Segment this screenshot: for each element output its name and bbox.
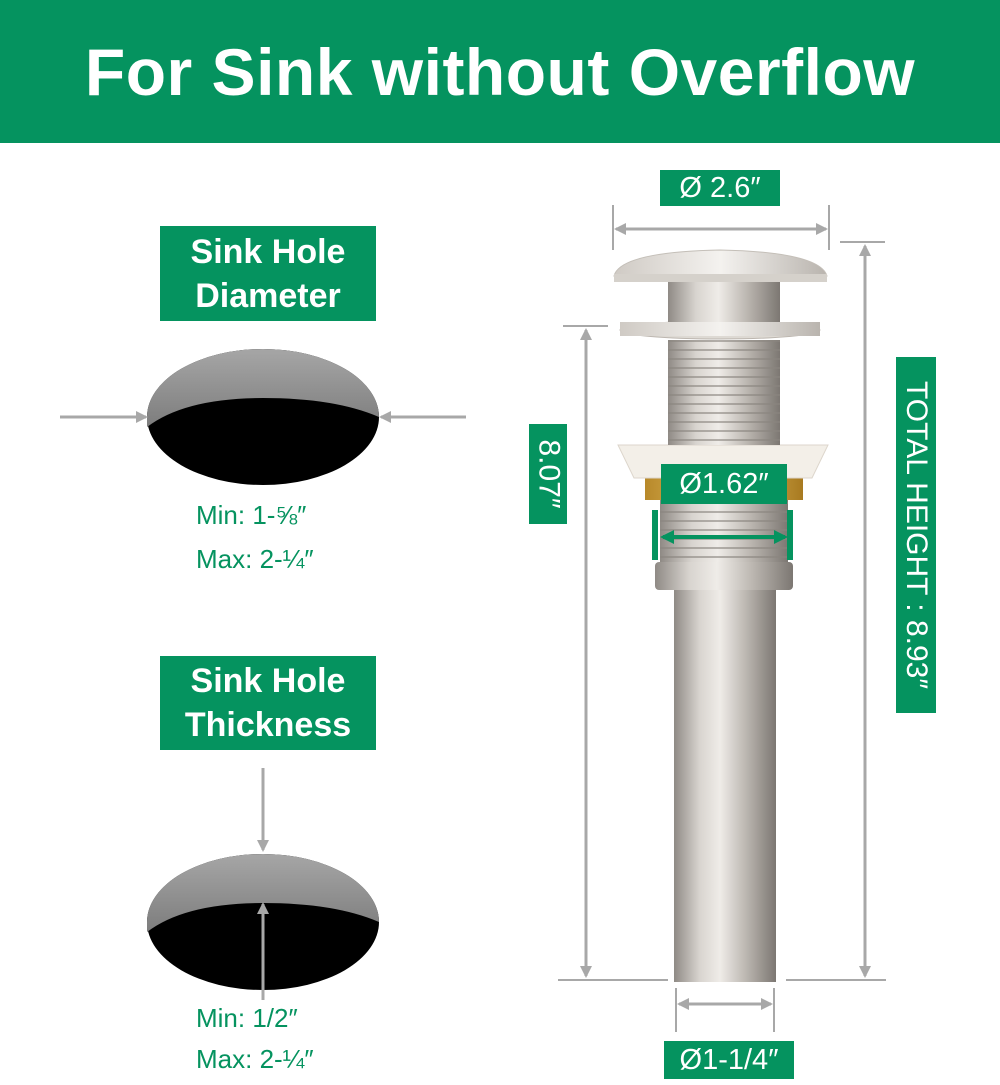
diameter-min: Min: 1-⅝″ xyxy=(196,500,307,530)
thickness-max: Max: 2-¼″ xyxy=(196,1044,314,1074)
title-banner: For Sink without Overflow xyxy=(0,0,1000,143)
thickness-min: Min: 1/2″ xyxy=(196,1003,298,1033)
cap-diameter-label: Ø 2.6″ xyxy=(660,170,780,206)
thickness-heading-line1: Sink Hole xyxy=(190,662,346,700)
dimension-lines xyxy=(558,205,886,1032)
diameter-heading: Sink Hole Diameter xyxy=(160,226,376,321)
thickness-heading: Sink Hole Thickness xyxy=(160,656,376,750)
diameter-max: Max: 2-¼″ xyxy=(196,544,314,574)
page-title: For Sink without Overflow xyxy=(84,34,916,109)
tail-diameter-label: Ø1-1/4″ xyxy=(664,1041,794,1079)
thread-diameter-label: Ø1.62″ xyxy=(661,464,787,504)
sink-hole-diameter-illustration xyxy=(60,349,466,485)
total-height-text: TOTAL HEIGHT : 8.93″ xyxy=(900,381,934,689)
thickness-heading-line2: Thickness xyxy=(184,706,352,744)
diameter-heading-line1: Sink Hole xyxy=(190,232,346,271)
body-height-text: 8.07″ xyxy=(532,439,566,509)
body-height-label: 8.07″ xyxy=(529,424,567,524)
pop-up-drain-illustration xyxy=(613,249,829,982)
sink-hole-thickness-illustration xyxy=(147,768,379,1000)
diameter-heading-line2: Diameter xyxy=(195,276,341,315)
total-height-label: TOTAL HEIGHT : 8.93″ xyxy=(896,357,936,713)
